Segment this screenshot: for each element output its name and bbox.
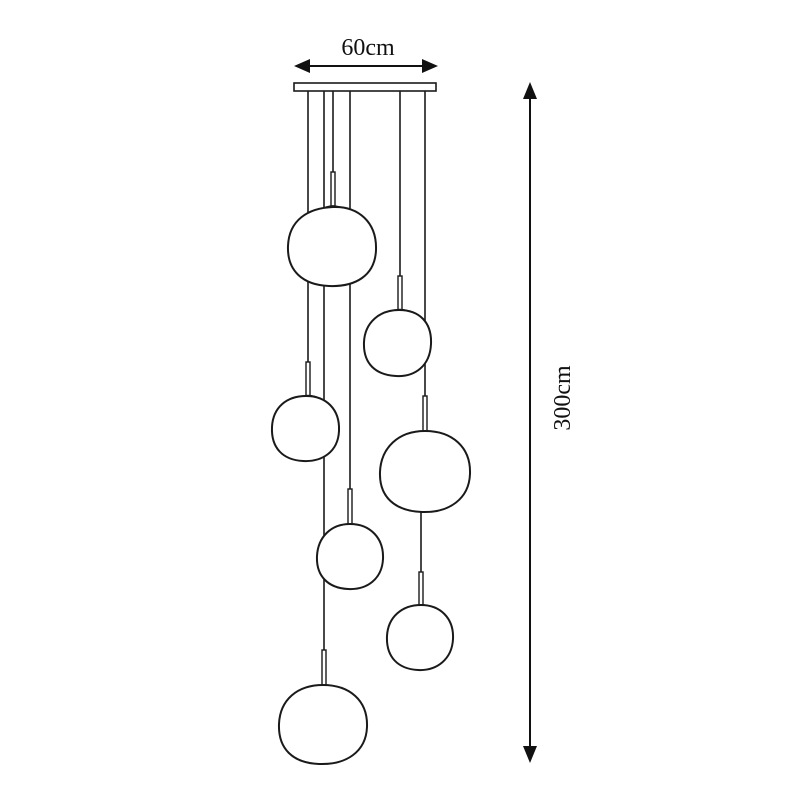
height-arrow-top	[523, 82, 537, 99]
glass-globe	[270, 394, 341, 463]
width-arrow-left	[294, 59, 310, 73]
pendant-globe-lower-center	[315, 488, 385, 591]
width-dimension-label: 60cm	[341, 35, 395, 61]
pendant-rod	[418, 571, 424, 607]
width-arrow-right	[422, 59, 438, 73]
pendant-globe-mid-left	[270, 361, 341, 463]
glass-globe	[385, 603, 455, 672]
glass-globe	[378, 429, 472, 514]
glass-globe	[277, 683, 369, 766]
pendant-globe-lower-right	[385, 571, 455, 672]
height-arrow-bottom	[523, 746, 537, 763]
pendant-rod	[330, 171, 336, 207]
glass-globe	[362, 308, 433, 378]
width-dimension: 60cm	[294, 35, 438, 73]
glass-globe	[286, 205, 378, 288]
pendant-rod	[321, 649, 327, 687]
pendant-rod	[422, 395, 428, 433]
height-dimension-label: 300cm	[550, 365, 576, 431]
pendant-rod	[347, 488, 353, 526]
pendant-globe-bottom	[277, 649, 369, 766]
height-dimension: 300cm	[523, 82, 576, 763]
pendant-globe-top-left	[286, 171, 378, 288]
pendant-globe-mid-right	[378, 395, 472, 514]
pendant-rod	[397, 275, 403, 311]
glass-globe	[315, 522, 385, 591]
pendant-rod	[305, 361, 311, 397]
pendant-globe-upper-right	[362, 275, 433, 378]
ceiling-canopy	[293, 82, 437, 92]
